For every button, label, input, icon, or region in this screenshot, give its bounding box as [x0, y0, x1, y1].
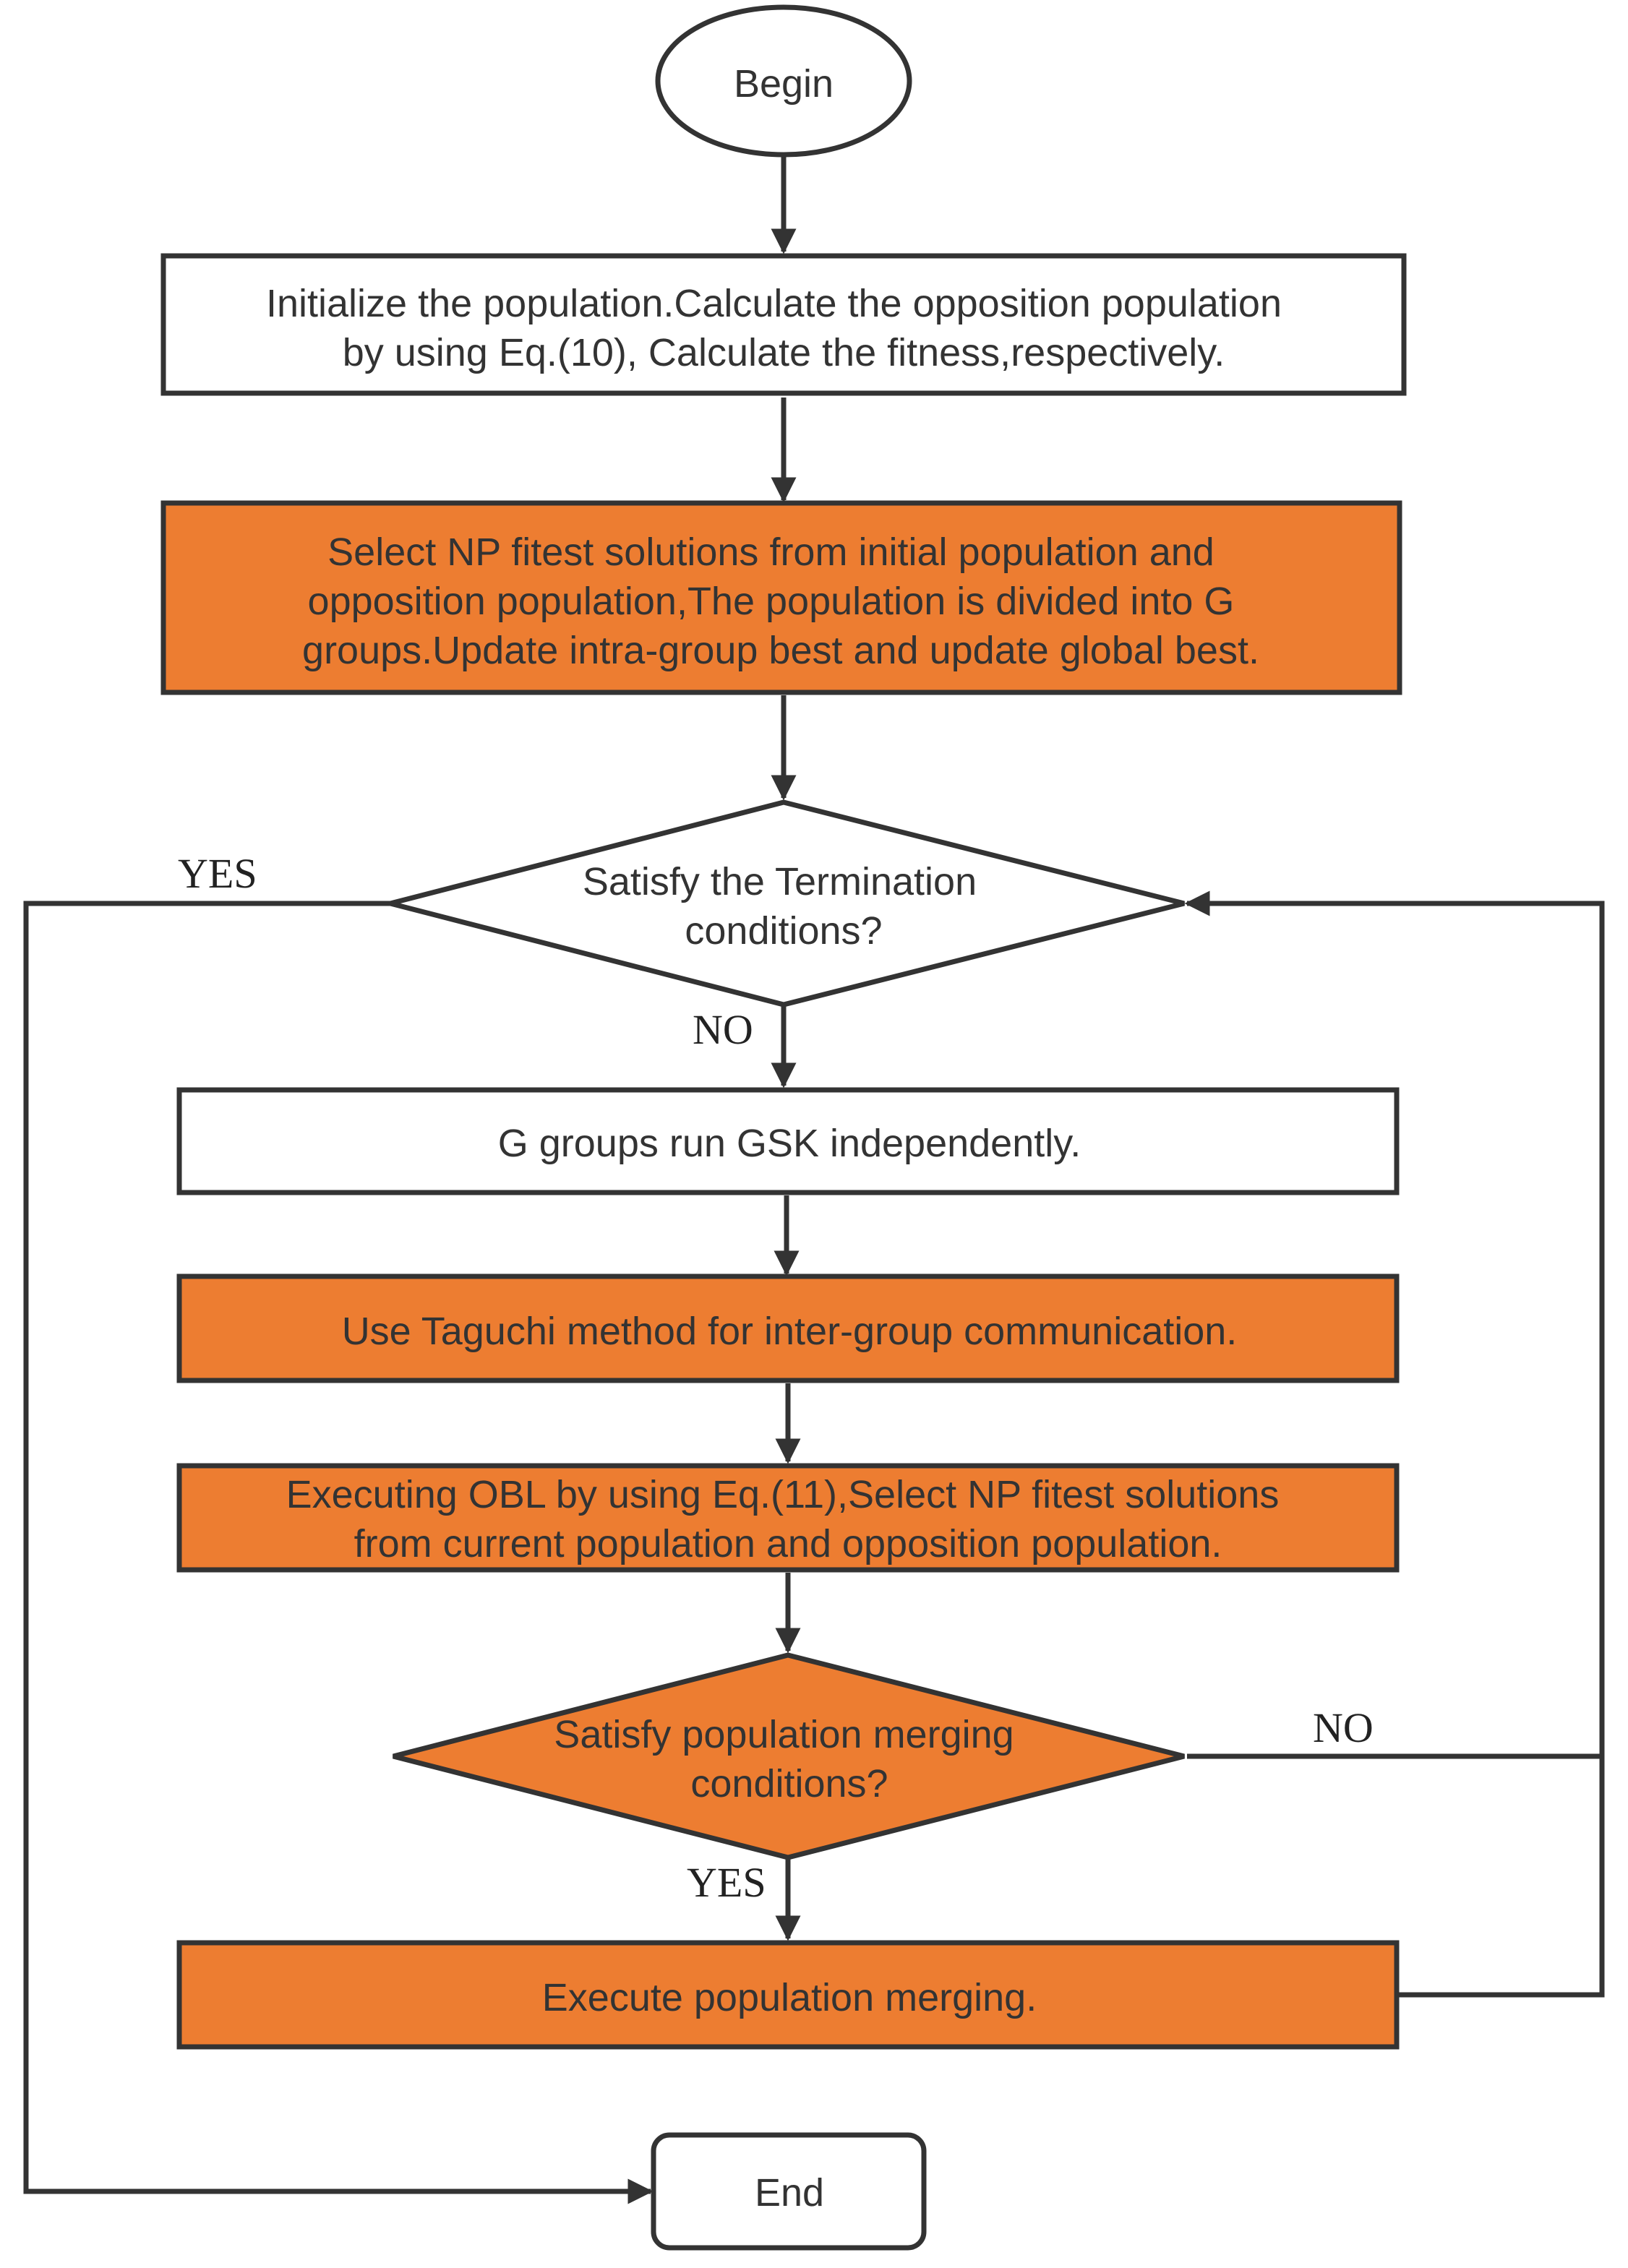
merge-label: Execute population merging.: [542, 1976, 1037, 2019]
merge-check-decision: [393, 1652, 1185, 1860]
init-process-box: [160, 253, 1407, 396]
init-label: Initialize the population.Calculate the …: [266, 282, 1293, 374]
select-label: Select NP fitest solutions from initial …: [302, 531, 1259, 672]
gsk-label: G groups run GSK independently.: [498, 1122, 1081, 1165]
select-process-box: [160, 500, 1402, 695]
merge-check-label: Satisfy population merging conditions?: [554, 1713, 1024, 1805]
gsk-process-box: [176, 1087, 1400, 1195]
edge-termination-to-end: [23, 901, 654, 2204]
edges: [23, 155, 1605, 2204]
termination-label: Satisfy the Termination conditions?: [583, 860, 987, 953]
end-terminator: [651, 2132, 927, 2251]
merge-process-box: [176, 1940, 1400, 2050]
termination-decision: [390, 799, 1185, 1008]
taguchi-process-box: [176, 1273, 1400, 1383]
obl-process-box: [176, 1463, 1400, 1573]
edge-labels: YES NO NO YES: [178, 850, 1374, 1906]
obl-label: Executing OBL by using Eq.(11),Select NP…: [286, 1473, 1290, 1565]
termination-no-label: NO: [693, 1006, 753, 1053]
merge-check-no-label: NO: [1313, 1704, 1374, 1751]
edge-merge-check-to-termination: [1184, 890, 1605, 1759]
edge-merge-to-termination: [1397, 1756, 1605, 1998]
termination-yes-label: YES: [178, 850, 257, 897]
begin-terminator: [655, 4, 912, 158]
end-label: End: [755, 2171, 824, 2215]
nodes: Begin Initialize the population.Calculat…: [160, 4, 1407, 2251]
begin-label: Begin: [734, 62, 834, 106]
merge-check-yes-label: YES: [687, 1859, 766, 1906]
taguchi-label: Use Taguchi method for inter-group commu…: [342, 1310, 1238, 1353]
